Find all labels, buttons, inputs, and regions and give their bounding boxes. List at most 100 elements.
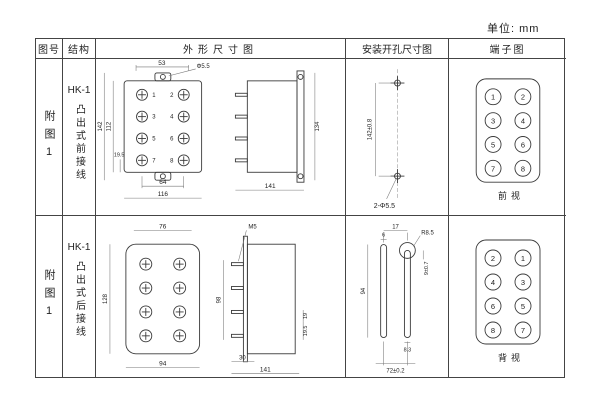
col-header-mounting: 安装开孔尺寸图 bbox=[346, 39, 449, 59]
terminal-number: 7 bbox=[521, 326, 525, 335]
dim-case-height: 112 bbox=[107, 121, 113, 131]
mounting-drawing-row2: 17 6 R8.5 94 9±0.7 8.3 72±0.2 bbox=[346, 216, 449, 377]
outline-drawing-front-wiring: 1 2 3 4 5 6 7 8 53 Φ5 bbox=[98, 60, 321, 199]
structure-label: 凸出式后接线 bbox=[73, 261, 85, 339]
dim-slot-bottom: 8.3 bbox=[404, 347, 412, 353]
terminal-number: 3 bbox=[521, 278, 525, 287]
dim-overall-height: 142 bbox=[98, 121, 104, 132]
dim-bottom-width: 94 bbox=[159, 361, 167, 368]
stud-thread-label: M5 bbox=[248, 224, 257, 230]
terminal-number: 4 bbox=[491, 278, 495, 287]
outline-drawing-row1: 1 2 3 4 5 6 7 8 53 Φ5 bbox=[96, 59, 346, 216]
terminal-number: 6 bbox=[170, 136, 174, 142]
dim-inner-width: 64 bbox=[159, 179, 167, 186]
col-header-figure: 图号 bbox=[36, 39, 63, 59]
mounting-drawing-row1: 142±0.8 2-Φ5.5 bbox=[346, 59, 449, 216]
terminal-number: 5 bbox=[491, 140, 495, 149]
terminal-number: 5 bbox=[152, 136, 156, 142]
terminal-number: 5 bbox=[521, 302, 525, 311]
figure-label-row2: 附图1 bbox=[36, 216, 63, 377]
terminal-numbers: 1 2 3 4 5 6 7 8 bbox=[152, 93, 174, 165]
terminal-number: 7 bbox=[491, 164, 495, 173]
dim-hole-dia: Φ5.5 bbox=[197, 64, 211, 70]
col-header-structure: 结构 bbox=[63, 39, 96, 59]
dimension-lines bbox=[103, 64, 316, 199]
side-view bbox=[231, 235, 296, 363]
terminal-screws bbox=[136, 88, 190, 167]
dim-slot-width: 6 bbox=[382, 233, 385, 239]
col-header-terminal: 端子图 bbox=[449, 39, 566, 59]
dimension-lines bbox=[109, 229, 304, 374]
terminal-labels: 1 2 3 4 5 6 7 8 bbox=[491, 93, 525, 174]
dim-depth: 141 bbox=[265, 183, 276, 190]
view-caption: 背视 bbox=[498, 352, 524, 363]
terminal-number: 2 bbox=[170, 93, 174, 99]
terminal-circles bbox=[484, 88, 532, 177]
terminal-number: 4 bbox=[170, 115, 174, 121]
dim-step2: 19.5 bbox=[303, 326, 309, 337]
mounting-slots bbox=[380, 242, 416, 339]
dim-step1: 19 bbox=[303, 313, 309, 319]
terminal-circles bbox=[484, 249, 532, 339]
dim-slot-spacing: 17 bbox=[392, 225, 399, 231]
drawing-table: 图号 结构 外形尺寸图 安装开孔尺寸图 端子图 附图1 HK-1 凸出式前接线 bbox=[35, 38, 566, 378]
dim-bottom-offset: 19.5 bbox=[114, 152, 125, 158]
terminal-number: 6 bbox=[491, 302, 495, 311]
terminal-number: 1 bbox=[152, 93, 156, 99]
dim-radius: R8.5 bbox=[421, 231, 434, 237]
dim-height: 128 bbox=[103, 293, 109, 304]
terminal-number: 1 bbox=[491, 93, 495, 102]
model-label: HK-1 bbox=[67, 242, 91, 253]
terminal-number: 8 bbox=[170, 158, 174, 164]
terminal-number: 2 bbox=[521, 93, 525, 102]
dim-keyhole: 9±0.7 bbox=[424, 261, 430, 275]
dimension-lines bbox=[375, 82, 397, 200]
unit-label: 单位: mm bbox=[487, 23, 540, 35]
dim-center-distance: 72±0.2 bbox=[386, 368, 404, 374]
mounting-holes-front-wiring: 142±0.8 2-Φ5.5 bbox=[368, 69, 405, 210]
terminal-number: 2 bbox=[491, 254, 495, 263]
model-label: HK-1 bbox=[67, 85, 91, 96]
figure-number: 附图1 bbox=[43, 109, 55, 165]
figure-label-row1: 附图1 bbox=[36, 59, 63, 216]
terminal-diagram-rear: 2 1 4 3 6 5 8 7 背视 bbox=[475, 239, 541, 363]
terminal-number: 7 bbox=[152, 158, 156, 164]
dim-depth: 141 bbox=[260, 367, 271, 374]
side-view bbox=[234, 70, 305, 183]
dim-stud-length: 30 bbox=[239, 356, 246, 362]
terminal-number: 4 bbox=[521, 117, 525, 126]
dim-top-width: 76 bbox=[159, 223, 167, 230]
dim-outer-width: 116 bbox=[158, 191, 169, 198]
dim-slot-length: 94 bbox=[361, 287, 367, 294]
outline-drawing-row2: 76 128 94 M5 98 19 19.5 30 141 bbox=[96, 216, 346, 377]
dimension-lines bbox=[367, 230, 424, 366]
dim-top-width: 53 bbox=[158, 60, 166, 67]
terminal-number: 1 bbox=[521, 254, 525, 263]
terminal-number: 3 bbox=[152, 115, 156, 121]
structure-cell-row2: HK-1 凸出式后接线 bbox=[63, 216, 96, 377]
hole-spec-label: 2-Φ5.5 bbox=[374, 203, 395, 210]
structure-cell-row1: HK-1 凸出式前接线 bbox=[63, 59, 96, 216]
terminal-diagram-front: 1 2 3 4 5 6 7 8 前视 bbox=[475, 78, 541, 201]
terminal-number: 8 bbox=[491, 326, 495, 335]
terminal-number: 3 bbox=[491, 117, 495, 126]
terminal-diagram-row1: 1 2 3 4 5 6 7 8 前视 bbox=[449, 59, 566, 216]
mounting-holes-rear-wiring: 17 6 R8.5 94 9±0.7 8.3 72±0.2 bbox=[361, 225, 435, 375]
terminal-number: 6 bbox=[521, 140, 525, 149]
terminal-number: 8 bbox=[521, 164, 525, 173]
rear-view bbox=[125, 243, 201, 355]
dim-hole-distance: 142±0.8 bbox=[368, 118, 374, 140]
figure-number: 附图1 bbox=[43, 269, 55, 324]
structure-label: 凸出式前接线 bbox=[73, 104, 85, 182]
dim-side-height: 134 bbox=[315, 121, 321, 132]
dim-stud-zone: 98 bbox=[217, 296, 223, 303]
col-header-outline: 外形尺寸图 bbox=[96, 39, 346, 59]
terminal-labels: 2 1 4 3 6 5 8 7 bbox=[491, 254, 525, 335]
terminal-outline bbox=[475, 78, 541, 183]
outline-drawing-rear-wiring: 76 128 94 M5 98 19 19.5 30 141 bbox=[103, 223, 309, 374]
terminal-outline bbox=[475, 239, 541, 345]
terminal-diagram-row2: 2 1 4 3 6 5 8 7 背视 bbox=[449, 216, 566, 377]
front-view bbox=[123, 72, 203, 181]
view-caption: 前视 bbox=[498, 190, 524, 201]
